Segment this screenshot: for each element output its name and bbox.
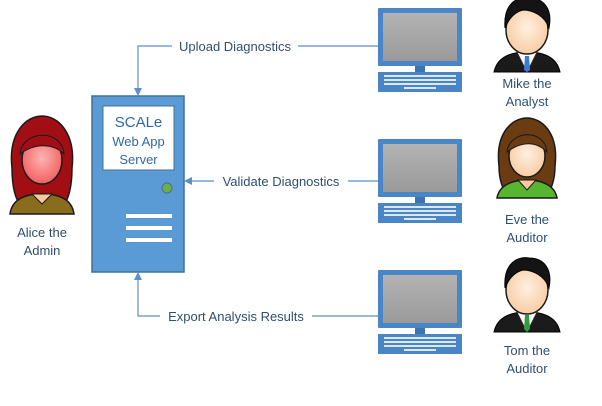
computer-icon (378, 139, 462, 223)
server-label-line1: SCALe (115, 114, 163, 131)
export-analysis-results-label: Export Analysis Results (168, 309, 304, 324)
server-drive-slot (126, 226, 172, 230)
alice-admin-avatar-icon (9, 115, 75, 215)
server-status-led (161, 182, 173, 194)
server-drive-slot (126, 238, 172, 242)
mike-name-line1: Mike the (502, 76, 551, 91)
validate-diagnostics-label: Validate Diagnostics (223, 174, 340, 189)
web-app-server: SCALe Web App Server (91, 95, 185, 273)
tom-name-line1: Tom the (504, 343, 550, 358)
alice-name-line1: Alice the (17, 225, 67, 240)
server-label-line2: Web App (112, 134, 165, 149)
eve-name-line1: Eve the (505, 212, 549, 227)
server-label-line3: Server (119, 152, 158, 167)
computer-icon (378, 270, 462, 354)
eve-name-line2: Auditor (506, 230, 548, 245)
tom-auditor-avatar-icon (493, 257, 561, 333)
upload-diagnostics-label: Upload Diagnostics (179, 39, 292, 54)
mike-name-line2: Analyst (506, 94, 549, 109)
server-drive-slot (126, 214, 172, 218)
alice-name-line2: Admin (24, 243, 61, 258)
eve-auditor-avatar-icon (496, 117, 558, 199)
computer-icon (378, 8, 462, 92)
tom-name-line2: Auditor (506, 361, 548, 376)
mike-analyst-avatar-icon (493, 0, 561, 73)
